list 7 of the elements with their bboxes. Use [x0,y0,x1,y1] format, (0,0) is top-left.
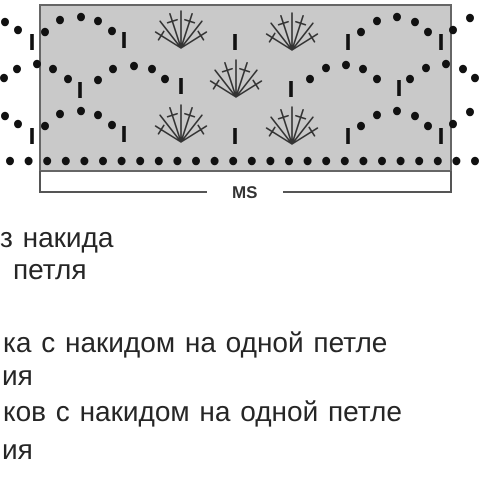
legend-text: петля [13,254,87,285]
legend-text: з накида [0,222,114,253]
legend-text: ия [2,360,33,391]
dimension-label: MS [232,183,258,203]
legend-text: ка с накидом на одной петле [3,327,388,358]
legend-text: ков с накидом на одной петле [3,396,402,427]
legend-text: ия [2,434,33,465]
